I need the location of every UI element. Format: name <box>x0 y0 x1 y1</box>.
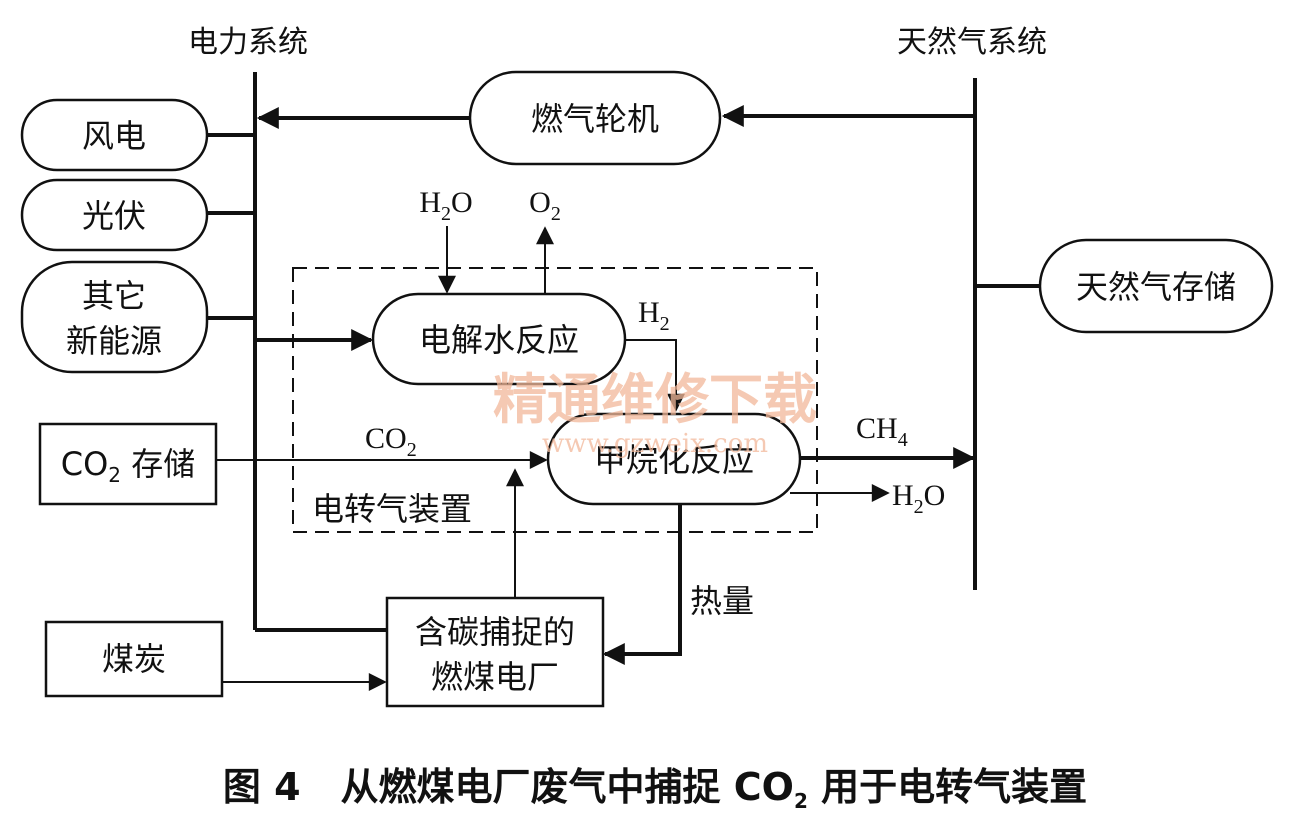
heat-label: 热量 <box>690 582 754 620</box>
other-renewables-label-line2: 新能源 <box>66 322 162 360</box>
p2g-device-box <box>292 267 818 533</box>
h2-label: H2 <box>638 296 670 335</box>
other-renewables-label-line1: 其它 <box>82 277 146 315</box>
co2-storage-node <box>38 422 218 506</box>
h2o-input-label: H2O <box>419 186 472 225</box>
h2-flow-arrow <box>625 339 685 412</box>
wind-label: 风电 <box>82 117 146 155</box>
heat-flow-arrow <box>602 504 682 665</box>
gas-turbine-label: 燃气轮机 <box>531 100 659 138</box>
coal-plant-node <box>385 596 605 708</box>
coal-label: 煤炭 <box>102 640 166 678</box>
gas-system-label: 天然气系统 <box>897 25 1047 60</box>
watermark-url: www.gzweix.com <box>542 429 768 459</box>
ch4-label: CH4 <box>856 412 908 451</box>
co2-flow-label: CO2 <box>365 422 417 461</box>
pv-label: 光伏 <box>82 197 146 235</box>
p2g-device-label: 电转气装置 <box>312 490 472 528</box>
h2o-output-label: H2O <box>892 479 945 518</box>
gas-storage-label: 天然气存储 <box>1076 268 1236 306</box>
coal-plant-label-line2: 燃煤电厂 <box>431 658 559 696</box>
methanation-label: 甲烷化反应 <box>594 441 754 479</box>
co2-storage-label: CO2 存储 <box>61 445 195 487</box>
power-system-label: 电力系统 <box>188 25 308 60</box>
coal-node <box>44 620 224 698</box>
o2-output-label: O2 <box>529 186 561 225</box>
coal-plant-label-line1: 含碳捕捉的 <box>415 613 575 651</box>
watermark-text: 精通维修下载 <box>493 367 817 431</box>
electrolysis-label: 电解水反应 <box>419 321 579 359</box>
